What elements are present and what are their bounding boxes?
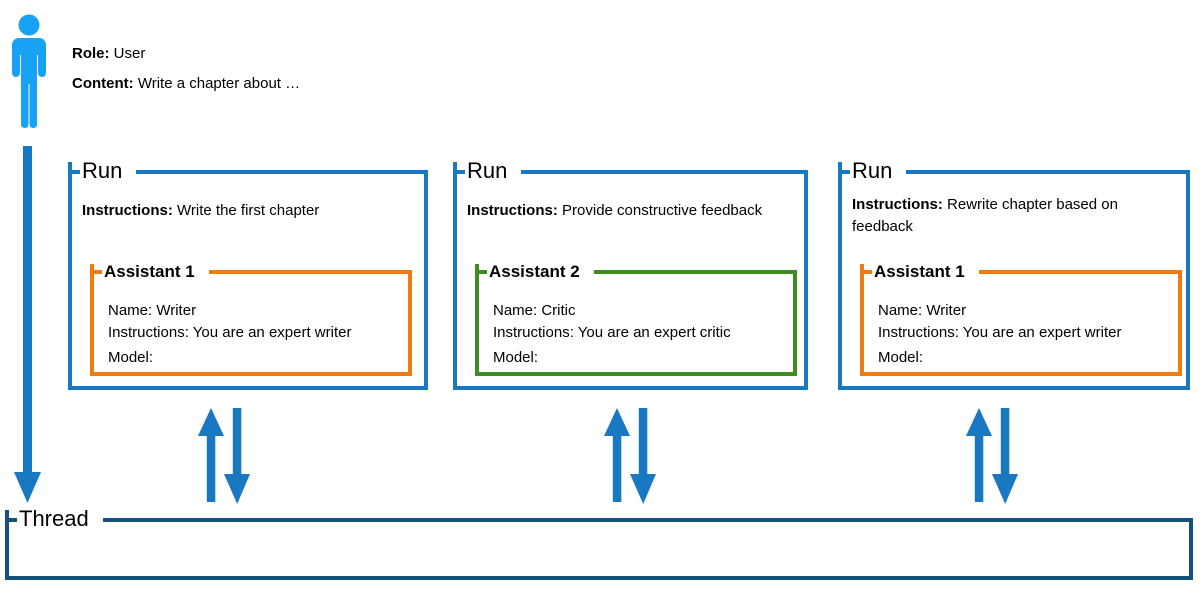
run-1-instructions: Instructions: Write the first chapter — [82, 200, 412, 222]
content-value: Write a chapter about … — [137, 75, 301, 92]
run-1-instructions-value: Write the first chapter — [177, 202, 320, 219]
arrows-up-down-icon — [604, 408, 656, 504]
arrow-down-icon — [14, 146, 41, 503]
run-box-2: Run Instructions: Provide constructive f… — [453, 157, 808, 390]
assistant-box-2: Assistant 2 Name: Critic Instructions: Y… — [475, 260, 797, 376]
assistant-2-label: Assistant 2 — [487, 260, 594, 284]
assistant-1-instructions-line: Instructions: You are an expert writer — [108, 324, 352, 341]
run-1-corner-tick — [68, 162, 72, 174]
assistant-3-name-line: Name: Writer — [878, 302, 967, 319]
thread-box: Thread — [5, 505, 1193, 580]
role-value: User — [113, 45, 146, 62]
run-3-label: Run — [850, 157, 907, 185]
run-box-3: Run Instructions: Rewrite chapter based … — [838, 157, 1190, 390]
assistant-3-model-line: Model: — [878, 349, 924, 366]
assistant-2-instructions-line: Instructions: You are an expert critic — [493, 324, 731, 341]
assistant-box-3: Assistant 1 Name: Writer Instructions: Y… — [860, 260, 1182, 376]
run-3-corner-tick — [838, 162, 842, 174]
run-box-1: Run Instructions: Write the first chapte… — [68, 157, 428, 390]
content-label: Content: — [72, 75, 134, 92]
user-role-line: Role: User — [72, 44, 145, 64]
assistant-3-label: Assistant 1 — [872, 260, 979, 284]
assistant-1-model-line: Model: — [108, 349, 154, 366]
arrows-up-down-icon — [198, 408, 250, 504]
run-1-label: Run — [80, 157, 137, 185]
person-icon — [12, 14, 46, 128]
run-1-instructions-label: Instructions: — [82, 202, 173, 219]
assistant-1-name-line: Name: Writer — [108, 302, 197, 319]
assistant-box-1: Assistant 1 Name: Writer Instructions: Y… — [90, 260, 412, 376]
run-2-instructions-label: Instructions: — [467, 202, 558, 219]
assistant-1-content: Name: Writer Instructions: You are an ex… — [94, 274, 408, 369]
assistant-3-corner-tick — [860, 264, 864, 274]
assistant-1-corner-tick — [90, 264, 94, 274]
run-2-instructions: Instructions: Provide constructive feedb… — [467, 200, 792, 222]
arrows-up-down-icon — [966, 408, 1018, 504]
run-3-instructions-label: Instructions: — [852, 196, 943, 213]
run-2-corner-tick — [453, 162, 457, 174]
run-2-label: Run — [465, 157, 522, 185]
run-2-instructions-value: Provide constructive feedback — [562, 202, 763, 219]
assistant-2-name-line: Name: Critic — [493, 302, 576, 319]
role-label: Role: — [72, 45, 110, 62]
run-3-instructions-value: Rewrite chapter based on feedback — [852, 196, 1118, 235]
thread-corner-tick — [5, 510, 9, 522]
assistant-2-model-line: Model: — [493, 349, 539, 366]
assistant-2-content: Name: Critic Instructions: You are an ex… — [479, 274, 793, 369]
thread-label: Thread — [17, 505, 103, 533]
run-3-instructions: Instructions: Rewrite chapter based on f… — [852, 194, 1152, 238]
assistant-2-corner-tick — [475, 264, 479, 274]
user-content-line: Content: Write a chapter about … — [72, 74, 300, 94]
assistant-3-content: Name: Writer Instructions: You are an ex… — [864, 274, 1178, 369]
assistant-3-instructions-line: Instructions: You are an expert writer — [878, 324, 1122, 341]
assistant-1-label: Assistant 1 — [102, 260, 209, 284]
